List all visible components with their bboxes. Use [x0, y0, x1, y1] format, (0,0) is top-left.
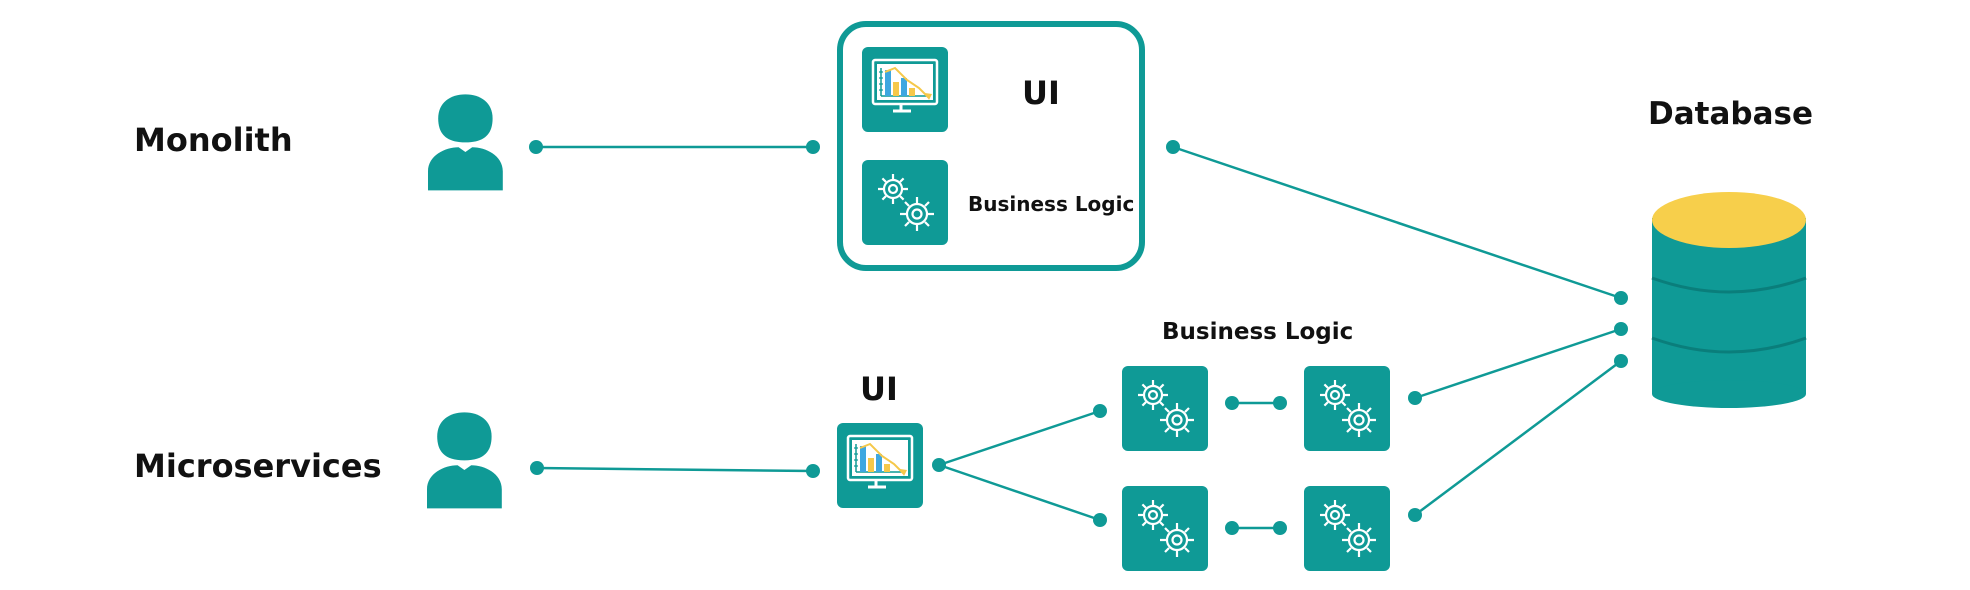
ui-to-services-connectors: [932, 404, 1107, 527]
microservices-label: Microservices: [134, 447, 382, 485]
monolith-app-box: [837, 21, 1145, 271]
microservices-user-icon: [427, 412, 502, 509]
service-b2-gears-icon: [1304, 486, 1390, 571]
service-pair-connectors: [1225, 396, 1287, 535]
microservices-business-logic-label: Business Logic: [1162, 319, 1354, 345]
monolith-user-icon: [428, 94, 503, 191]
monolith-ui-label: UI: [1022, 74, 1060, 112]
monolith-database-connector: [1166, 140, 1628, 305]
microservices-ui-label: UI: [860, 370, 898, 408]
service-a1-gears-icon: [1122, 366, 1208, 451]
monolith-ui-monitor-icon: [862, 47, 948, 132]
microservices-ui-monitor-icon: [837, 423, 923, 508]
service-b1-gears-icon: [1122, 486, 1208, 571]
monolith-business-logic-label: Business Logic: [968, 192, 1135, 216]
monolith-business-logic-gears-icon: [862, 160, 948, 245]
monolith-label: Monolith: [134, 121, 293, 159]
database-label: Database: [1648, 96, 1813, 132]
services-to-database-connectors: [1408, 322, 1628, 522]
service-a2-gears-icon: [1304, 366, 1390, 451]
database-icon: [1651, 192, 1807, 408]
microservices-user-connector: [530, 461, 820, 478]
monolith-user-connector: [529, 140, 820, 154]
